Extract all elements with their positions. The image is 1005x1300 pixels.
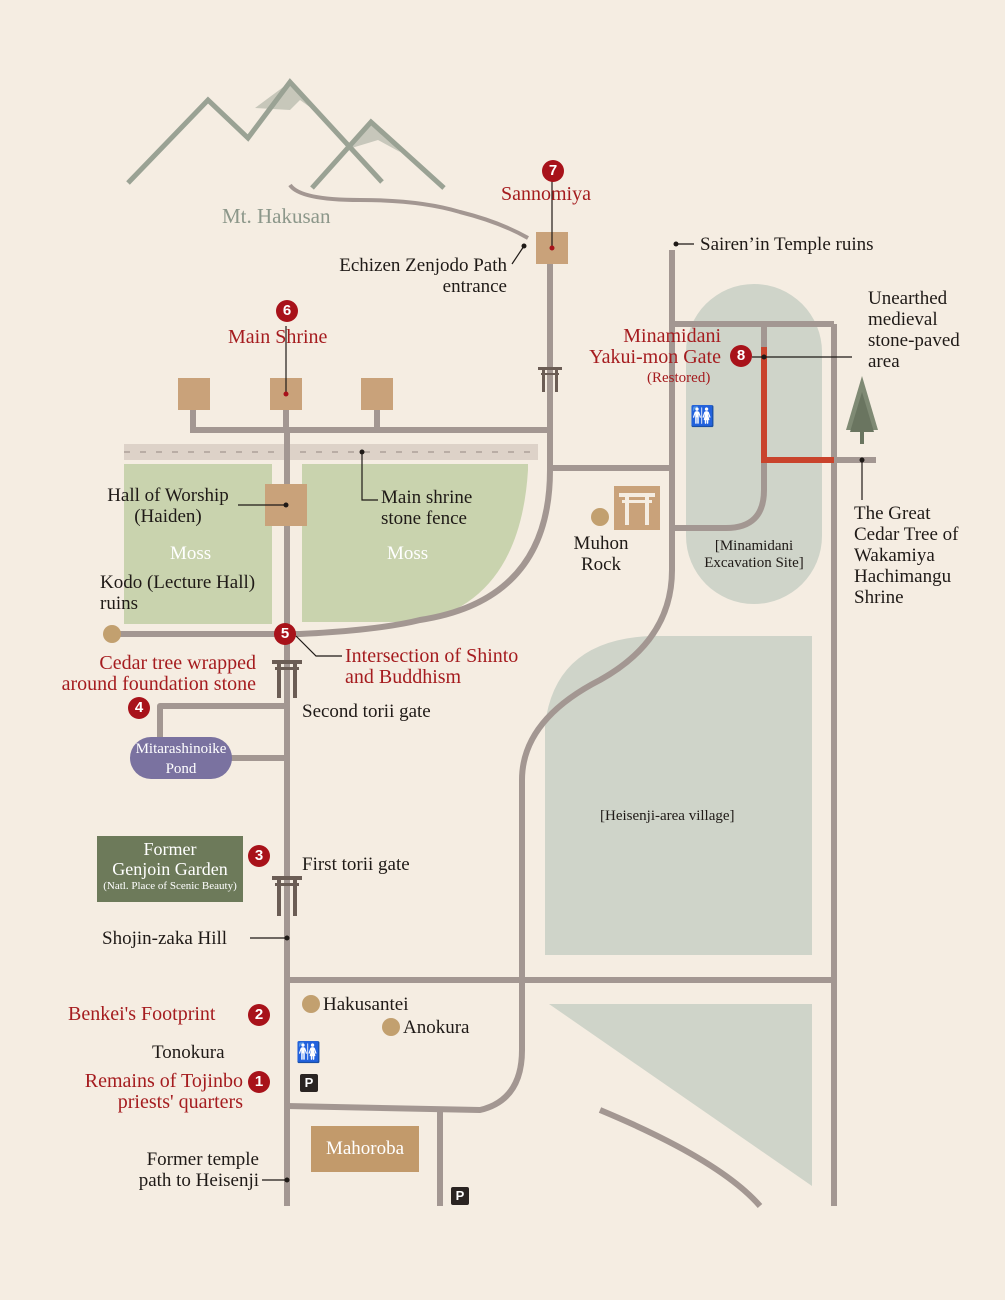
kodo-label: Kodo (Lecture Hall)ruins bbox=[100, 572, 256, 614]
shojin-zaka-label: Shojin-zaka Hill bbox=[102, 928, 228, 949]
sairenin-label: Sairen’in Temple ruins bbox=[700, 234, 874, 255]
marker-1[interactable]: 1 bbox=[248, 1071, 270, 1093]
marker-3[interactable]: 3 bbox=[248, 845, 270, 867]
hakusantei-marker bbox=[302, 995, 320, 1013]
restroom-icon: 🚻 bbox=[690, 404, 715, 428]
restored-label: (Restored) bbox=[647, 370, 711, 386]
second-torii-label: Second torii gate bbox=[302, 701, 431, 722]
marker-6[interactable]: 6 bbox=[276, 300, 298, 322]
anokura-marker bbox=[382, 1018, 400, 1036]
marker-8[interactable]: 8 bbox=[730, 345, 752, 367]
parking-icon: P bbox=[451, 1187, 469, 1205]
muhon-torii-building bbox=[614, 486, 660, 530]
first-torii-label: First torii gate bbox=[302, 854, 410, 875]
shrine-building-left bbox=[178, 378, 210, 410]
torii-icon bbox=[272, 876, 302, 916]
muhon-rock-marker bbox=[591, 508, 609, 526]
anokura-label: Anokura bbox=[403, 1017, 470, 1038]
sannomiya-label: Sannomiya bbox=[501, 183, 591, 205]
marker-5[interactable]: 5 bbox=[274, 623, 296, 645]
heisenji-village-area bbox=[545, 636, 812, 955]
mahoroba-building[interactable]: Mahoroba bbox=[311, 1126, 419, 1172]
marker-7[interactable]: 7 bbox=[542, 160, 564, 182]
hakusantei-label: Hakusantei bbox=[323, 994, 409, 1015]
main-shrine-label: Main Shrine bbox=[228, 326, 328, 348]
benkei-footprint-label: Benkei's Footprint bbox=[68, 1003, 216, 1025]
stone-fence-band bbox=[124, 444, 538, 460]
leader-lines bbox=[238, 180, 865, 1183]
minamidani-excavation-area bbox=[686, 284, 822, 604]
moss-left-label: Moss bbox=[170, 543, 212, 564]
stone-paved-area bbox=[761, 347, 834, 463]
parking-icon: P bbox=[300, 1074, 318, 1092]
kodo-marker bbox=[103, 625, 121, 643]
moss-area-left bbox=[124, 464, 272, 624]
mt-hakusan-label: Mt. Hakusan bbox=[222, 204, 331, 228]
torii-icon bbox=[272, 660, 302, 698]
moss-right-label: Moss bbox=[387, 543, 429, 564]
marker-2[interactable]: 2 bbox=[248, 1004, 270, 1026]
village-area-south bbox=[549, 1004, 812, 1186]
roads bbox=[120, 250, 837, 1208]
torii-icon bbox=[538, 367, 562, 392]
village-label: [Heisenji-area village] bbox=[600, 808, 735, 824]
great-cedar-tree-icon bbox=[846, 376, 878, 444]
marker-4[interactable]: 4 bbox=[128, 697, 150, 719]
torii-icon bbox=[619, 493, 655, 525]
restroom-icon: 🚻 bbox=[296, 1040, 321, 1064]
tonokura-label: Tonokura bbox=[152, 1042, 225, 1063]
hall-of-worship-label: Hall of Worship(Haiden) bbox=[107, 485, 229, 527]
moss-area-right bbox=[302, 464, 528, 622]
shrine-building-right bbox=[361, 378, 393, 410]
